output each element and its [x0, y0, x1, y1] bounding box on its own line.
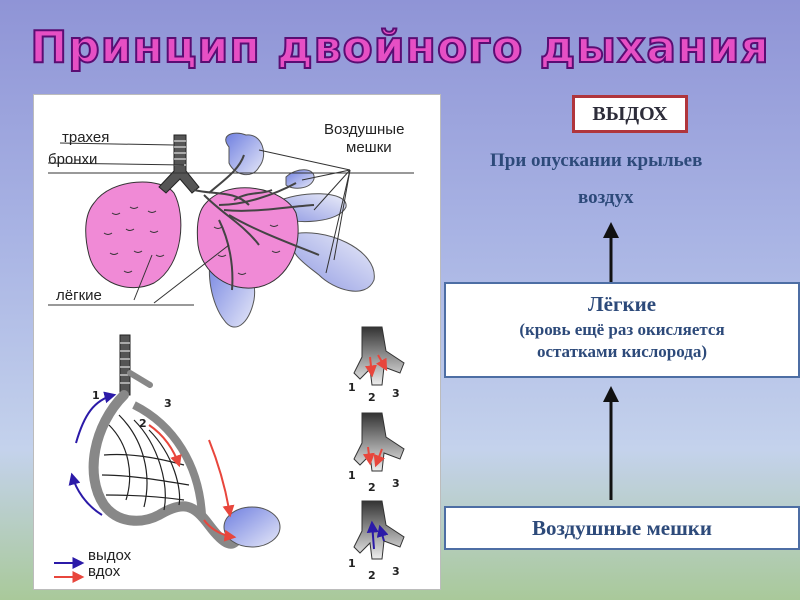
stage2-num-1: 1 [348, 469, 356, 482]
trachea [158, 134, 200, 194]
schematic-num-3: 3 [164, 397, 172, 410]
label-lungs: лёгкие [56, 287, 102, 304]
airflow-schematic [54, 334, 281, 583]
respiratory-diagram: 1 2 3 1 2 3 1 2 3 1 2 3 трахея бронхи Во… [33, 94, 441, 590]
flow-text-line1: При опускании крыльев [490, 150, 703, 171]
lungs-and-sacs-illustration [47, 132, 414, 328]
schematic-bronchus [88, 390, 244, 549]
stage1-num-3: 3 [392, 387, 400, 400]
air-sacs-box: Воздушные мешки [444, 506, 800, 550]
air-sacs-box-label: Воздушные мешки [531, 516, 713, 540]
stage3-num-1: 1 [348, 557, 356, 570]
lungs-box-note-2: остатками кислорода) [536, 342, 708, 361]
phase-badge: ВЫДОХ [572, 95, 688, 133]
legend-exhale: выдох [88, 547, 132, 564]
schematic-air-sac [223, 506, 281, 548]
stage1-num-2: 2 [368, 391, 376, 404]
lung-right [196, 187, 299, 289]
air-sac-upper [225, 132, 264, 176]
stage3-num-2: 2 [368, 569, 376, 582]
schematic-num-1: 1 [92, 389, 100, 402]
stage2-num-3: 3 [392, 477, 400, 490]
lung-left [85, 181, 182, 289]
air-sac-right-large [288, 232, 375, 292]
stage-number-labels: 1 2 3 1 2 3 1 2 3 1 2 3 [92, 381, 400, 582]
schematic-num-2: 2 [139, 417, 147, 430]
label-air-sacs-2: мешки [346, 139, 392, 156]
stage-schematic-3 [353, 500, 405, 560]
stage2-num-2: 2 [368, 481, 376, 494]
label-air-sacs-1: Воздушные [324, 121, 405, 138]
stage1-num-1: 1 [348, 381, 356, 394]
arrow-up-top [603, 222, 619, 282]
lungs-box: Лёгкие (кровь ещё раз окисляется остатка… [444, 282, 800, 378]
slide-title: Принцип двойного дыхания [29, 21, 770, 74]
label-trachea: трахея [62, 129, 110, 146]
flow-text-line2: воздух [578, 187, 634, 208]
stage-schematic-2 [353, 412, 405, 472]
label-bronchi: бронхи [48, 151, 98, 168]
legend-inhale: вдох [88, 563, 121, 580]
diagram-drawing: 1 2 3 1 2 3 1 2 3 1 2 3 [47, 132, 414, 583]
lungs-box-title: Лёгкие [587, 292, 657, 316]
schematic-trachea [119, 334, 131, 396]
stage3-num-3: 3 [392, 565, 400, 578]
lungs-box-note-1: (кровь ещё раз окисляется [519, 320, 725, 339]
arrow-up-bottom [603, 386, 619, 500]
stage-schematic-1 [353, 326, 405, 386]
